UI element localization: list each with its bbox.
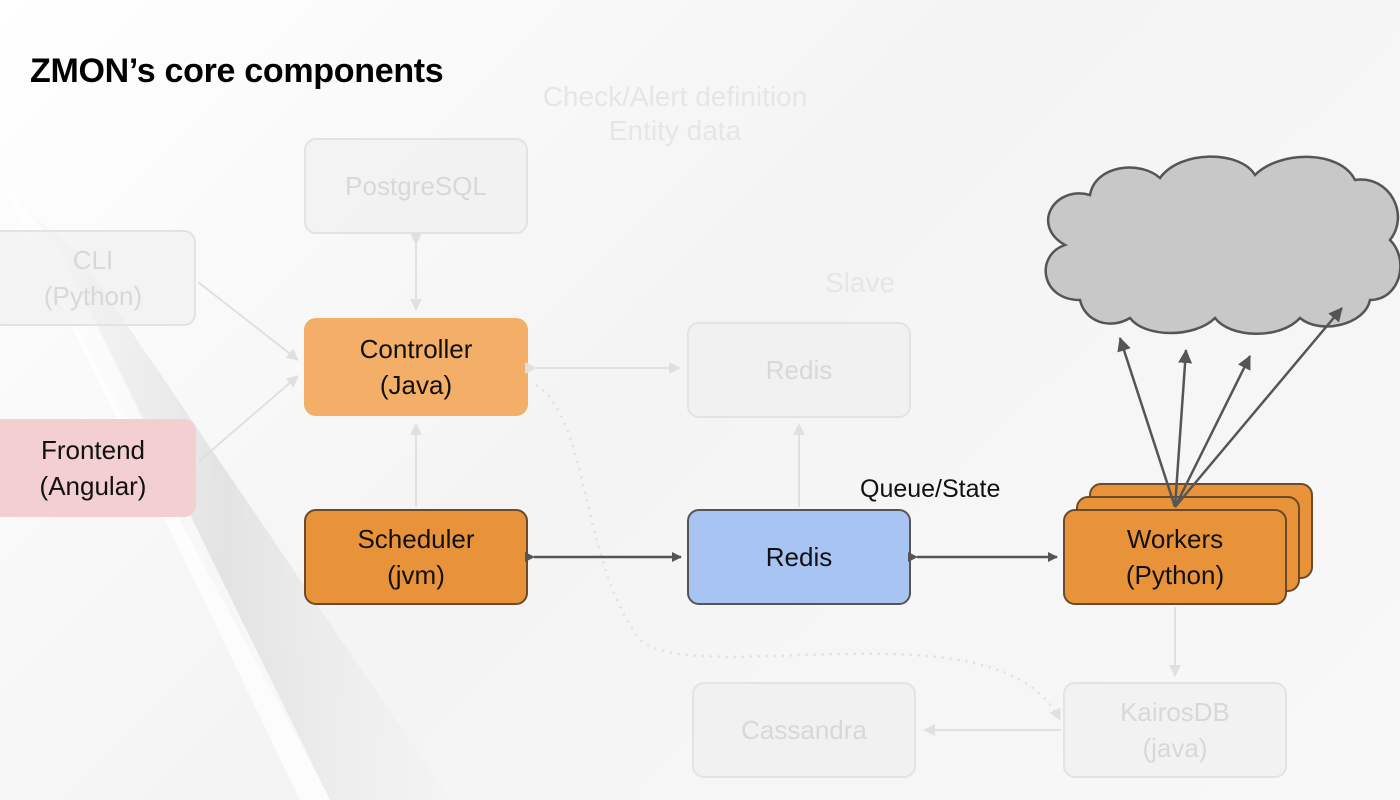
page-title: ZMON’s core components — [30, 52, 444, 90]
postgresql-node: PostgreSQL — [304, 138, 528, 234]
frontend-name: Frontend — [40, 435, 146, 465]
queue-state-label: Queue/State — [860, 475, 1001, 503]
redis-label: Redis — [765, 542, 833, 572]
frontend-node: Frontend (Angular) — [0, 419, 196, 517]
cli-node: CLI (Python) — [0, 230, 196, 326]
slave-label: Slave — [824, 267, 896, 298]
workers-name: Workers — [1126, 524, 1224, 554]
controller-name: Controller — [359, 334, 473, 364]
kairosdb-node: KairosDB (java) — [1063, 682, 1287, 778]
cassandra-label: Cassandra — [741, 715, 867, 745]
cassandra-node: Cassandra — [692, 682, 916, 778]
scheduler-lang: (jvm) — [387, 560, 445, 590]
redis-node: Redis — [687, 509, 911, 605]
workers-lang: (Python) — [1125, 560, 1225, 590]
frontend-lang: (Angular) — [39, 471, 147, 501]
controller-node: Controller (Java) — [304, 318, 528, 416]
kairosdb-name: KairosDB — [1120, 697, 1230, 727]
cli-lang: (Python) — [43, 281, 143, 311]
check-alert-definition-label: Check/Alert definition Entity data — [520, 80, 830, 148]
scheduler-name: Scheduler — [357, 524, 475, 554]
check-alert-line: Check/Alert definition — [542, 81, 808, 112]
scheduler-node: Scheduler (jvm) — [304, 509, 528, 605]
redis-slave-node: Redis — [687, 322, 911, 418]
redis-slave-label: Redis — [765, 355, 833, 385]
controller-lang: (Java) — [379, 370, 453, 400]
entity-data-line: Entity data — [608, 115, 742, 146]
postgresql-label: PostgreSQL — [345, 171, 487, 201]
kairosdb-lang: (java) — [1142, 733, 1208, 763]
cli-name: CLI — [72, 245, 114, 275]
workers-node: Workers (Python) — [1063, 509, 1287, 605]
